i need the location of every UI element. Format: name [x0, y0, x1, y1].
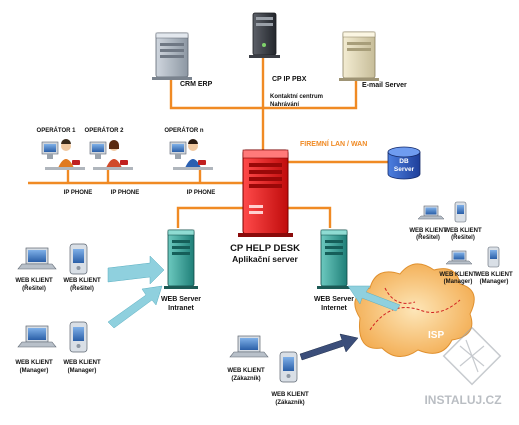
web-client-label-r2: WEB KLIENT	[444, 228, 482, 234]
operator-n-label: OPERÁTOR n	[164, 127, 204, 134]
ip-pbx-server	[249, 12, 280, 58]
web-server-intranet	[164, 229, 198, 289]
pbx-note-recording: Nahrávání	[270, 102, 299, 108]
web-internet-line1: WEB Server	[314, 296, 354, 303]
watermark-logo	[442, 326, 502, 386]
web-intranet-line1: WEB Server	[161, 296, 201, 303]
web-client-label-c2: WEB KLIENT	[271, 392, 309, 398]
client-arrows	[107, 255, 401, 361]
pda-client-manager-1	[69, 321, 88, 353]
web-client-label-r3: WEB KLIENT	[439, 272, 477, 278]
pda-client-manager-2	[487, 246, 500, 268]
email-server-label: E-mail Server	[362, 82, 407, 89]
lan-wan-label: FIREMNÍ LAN / WAN	[300, 139, 367, 148]
web-intranet-line2: Intranet	[168, 305, 194, 312]
pda-client-zakaznik	[279, 351, 298, 383]
ip-phone-label-1: IP PHONE	[64, 190, 93, 196]
web-client-label-l2: WEB KLIENT	[63, 278, 101, 284]
laptop-client-zakaznik	[229, 335, 269, 358]
central-server-title: CP HELP DESK	[230, 243, 300, 254]
web-server-internet	[317, 229, 351, 289]
crm-erp-label: CRM ERP	[180, 81, 213, 88]
web-client-label-r1: WEB KLIENT	[409, 228, 447, 234]
laptop-client-manager-1	[17, 325, 57, 348]
web-client-role-c2: (Zákazník)	[275, 400, 304, 406]
web-client-role-r3: (Manager)	[444, 279, 473, 285]
crm-erp-server	[152, 32, 192, 80]
web-client-label-l1: WEB KLIENT	[15, 278, 53, 284]
web-client-role-r4: (Manager)	[480, 279, 509, 285]
central-server-subtitle: Aplikační server	[232, 254, 298, 264]
operator-1-workstation	[41, 139, 85, 170]
web-internet-line2: Internet	[321, 305, 347, 312]
isp-label: ISP	[428, 330, 444, 341]
lan-lines	[28, 58, 388, 228]
db-label-line1: DB	[399, 158, 409, 165]
web-client-role-l3: (Manager)	[20, 368, 49, 374]
laptop-client-resitel-2	[417, 205, 445, 220]
operator-1-label: OPERÁTOR 1	[37, 127, 77, 134]
pbx-note-contact-center: Kontaktní centrum	[270, 94, 323, 100]
pda-client-resitel-1	[69, 243, 88, 275]
ip-pbx-label: CP IP PBX	[272, 76, 307, 83]
laptop-client-resitel-1	[17, 247, 57, 270]
web-client-label-c1: WEB KLIENT	[227, 368, 265, 374]
db-server	[387, 146, 421, 180]
pda-client-resitel-2	[454, 201, 467, 223]
web-client-label-l4: WEB KLIENT	[63, 360, 101, 366]
web-client-role-l1: (Řešitel)	[22, 284, 46, 292]
operator-2-workstation	[89, 140, 133, 170]
help-desk-app-server	[238, 149, 293, 237]
operator-2-label: OPERÁTOR 2	[85, 127, 125, 134]
web-client-role-l2: (Řešitel)	[70, 284, 94, 292]
web-client-role-r1: (Řešitel)	[416, 233, 440, 241]
ip-phone-label-3: IP PHONE	[187, 190, 216, 196]
web-client-label-r4: WEB KLIENT	[475, 272, 513, 278]
operator-n-workstation	[169, 139, 213, 170]
web-client-label-l3: WEB KLIENT	[15, 360, 53, 366]
web-client-role-c1: (Zákazník)	[231, 376, 260, 382]
laptop-client-manager-2	[445, 250, 473, 265]
db-label-line2: Server	[394, 166, 415, 173]
email-server	[339, 31, 379, 81]
isp-cloud	[354, 263, 475, 357]
web-client-role-l4: (Manager)	[68, 368, 97, 374]
watermark-text: INSTALUJ.CZ	[424, 393, 501, 407]
ip-phone-label-2: IP PHONE	[111, 190, 140, 196]
web-client-role-r2: (Řešitel)	[451, 233, 475, 241]
